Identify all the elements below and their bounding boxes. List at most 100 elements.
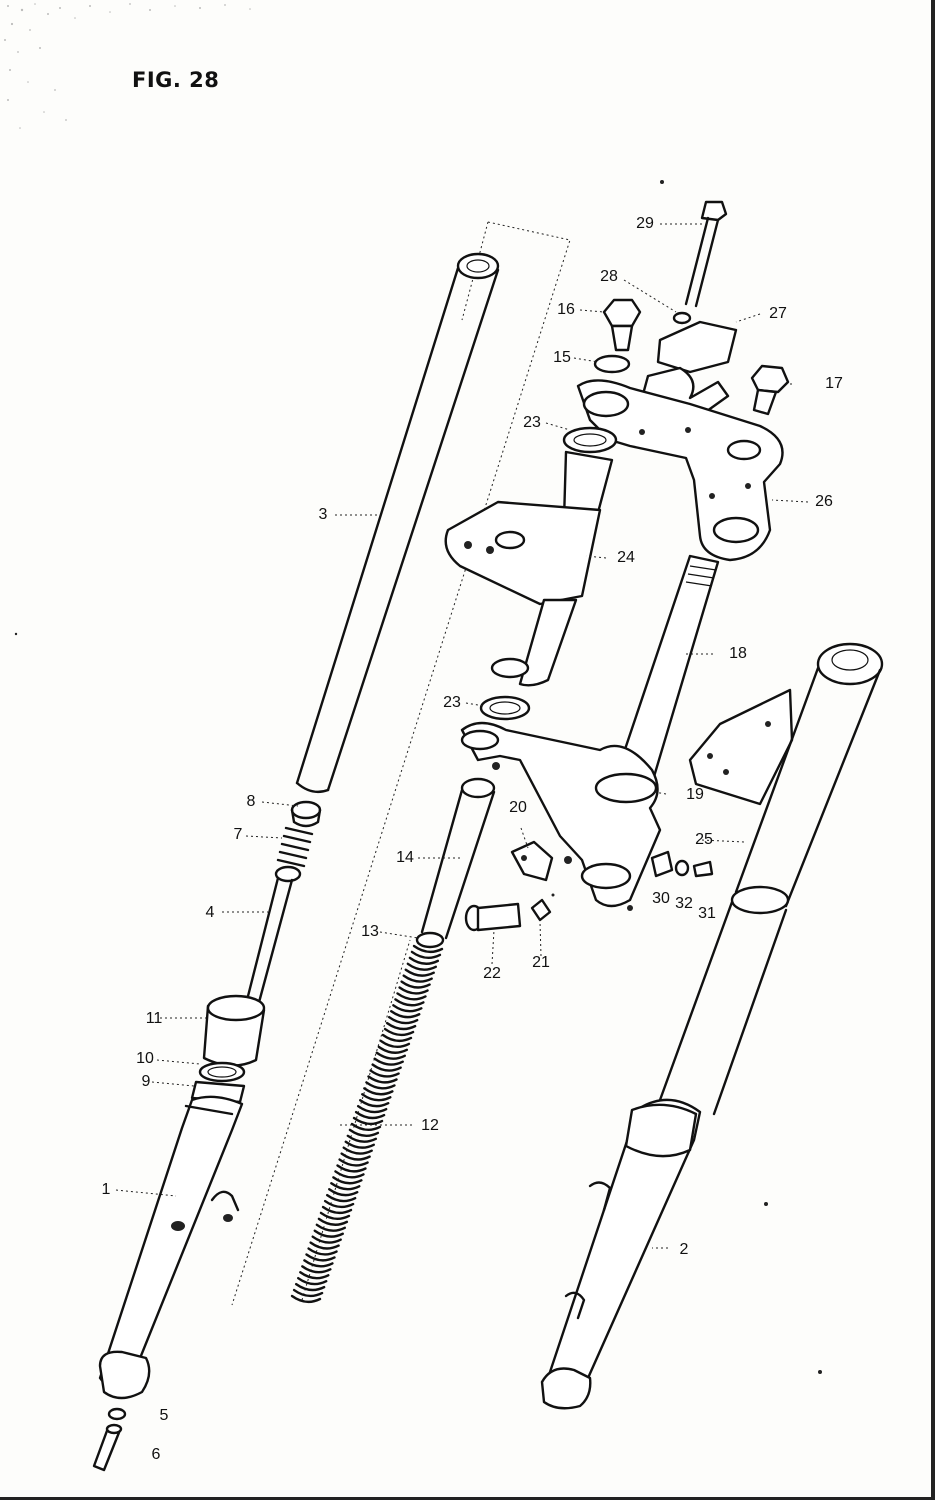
part-4-damper-rod xyxy=(241,865,302,1013)
spring-coil xyxy=(342,1146,373,1155)
spring-coil xyxy=(294,1282,326,1292)
spring-coil xyxy=(309,1241,340,1250)
spring-coil xyxy=(412,944,444,954)
callout-7: 7 xyxy=(233,826,243,843)
callout-27: 27 xyxy=(769,305,787,322)
spring-coil xyxy=(313,1229,344,1238)
spring-coil xyxy=(352,1116,384,1126)
part-1-outer-tube-left xyxy=(98,1095,244,1400)
scan-specks xyxy=(14,180,822,1374)
spring-coil xyxy=(315,1223,347,1232)
callout-17: 17 xyxy=(825,375,843,392)
assembly-guide-line xyxy=(231,221,571,1306)
part-5-washer xyxy=(107,1407,127,1421)
spring-coil xyxy=(321,1205,353,1215)
spring-coil xyxy=(408,956,440,965)
part-29-long-bolt xyxy=(684,200,728,308)
spring-coil xyxy=(305,1253,336,1262)
spring-coil xyxy=(307,1247,338,1256)
spring-coil xyxy=(354,1110,386,1120)
callout-6: 6 xyxy=(151,1446,161,1463)
part-2-outer-tube-right xyxy=(540,1098,702,1410)
spring-coil xyxy=(383,1027,415,1037)
spring-coil xyxy=(410,950,442,959)
spring-coil xyxy=(387,1015,419,1025)
callout-15: 15 xyxy=(553,349,571,366)
part-12-fork-spring xyxy=(290,944,444,1304)
callout-14: 14 xyxy=(396,849,414,866)
spring-coil xyxy=(317,1217,349,1226)
spring-coil xyxy=(311,1235,342,1244)
spring-coil xyxy=(365,1081,396,1090)
part-8-ring xyxy=(290,800,322,828)
spring-coil xyxy=(356,1104,388,1114)
spring-coil xyxy=(406,962,437,971)
spring-coil xyxy=(332,1176,363,1185)
spring-coil xyxy=(377,1045,409,1054)
callout-5: 5 xyxy=(159,1407,169,1424)
spring-coil xyxy=(340,1152,371,1161)
part-24-steering-stem-bracket xyxy=(444,450,614,687)
callout-13: 13 xyxy=(361,923,379,940)
spring-coil xyxy=(344,1140,375,1149)
part-23-bearing-upper xyxy=(562,426,618,454)
spring-coil xyxy=(375,1051,406,1060)
part-16-cap-bolt xyxy=(602,298,642,352)
spring-coil xyxy=(392,1004,423,1013)
spring-coil xyxy=(330,1182,361,1191)
callout-25: 25 xyxy=(695,831,713,848)
spring-coil xyxy=(390,1010,421,1019)
callout-2: 2 xyxy=(679,1241,689,1258)
spring-coil xyxy=(334,1170,365,1179)
spring-coil xyxy=(402,974,433,983)
part-31-screw xyxy=(692,860,714,878)
callout-12: 12 xyxy=(421,1117,439,1134)
callout-24: 24 xyxy=(617,549,635,566)
callout-10: 10 xyxy=(136,1050,154,1067)
callout-20: 20 xyxy=(509,799,527,816)
callout-1: 1 xyxy=(101,1181,111,1198)
part-3-fork-tube xyxy=(295,252,500,794)
part-23-bearing-lower xyxy=(479,695,531,721)
callout-4: 4 xyxy=(205,904,215,921)
spring-coil xyxy=(363,1087,394,1096)
spring-coil xyxy=(385,1021,417,1031)
spring-coil xyxy=(297,1277,328,1286)
spring-coil xyxy=(292,1288,324,1298)
callout-23-lower: 23 xyxy=(443,694,461,711)
part-10-oil-seal xyxy=(198,1061,246,1083)
spring-coil xyxy=(336,1164,367,1173)
spring-coil xyxy=(348,1128,380,1137)
spring-coil xyxy=(303,1259,334,1268)
figure-title: FIG. 28 xyxy=(132,68,220,92)
part-25-fork-tube-right xyxy=(658,642,884,1116)
callout-29: 29 xyxy=(636,215,654,232)
spring-coil xyxy=(328,1188,359,1197)
callout-11: 11 xyxy=(145,1010,163,1027)
part-15-o-ring xyxy=(593,354,631,374)
spring-coil xyxy=(396,992,427,1001)
callout-23-upper: 23 xyxy=(523,414,541,431)
spring-coil xyxy=(371,1063,402,1072)
spring-coil xyxy=(373,1057,404,1066)
spring-coil xyxy=(359,1099,390,1108)
part-17-bolt xyxy=(750,364,790,416)
part-30-cap xyxy=(650,850,674,878)
spring-coil xyxy=(369,1069,400,1078)
part-13-ring xyxy=(415,931,445,949)
callout-32: 32 xyxy=(675,895,693,912)
spring-coil xyxy=(367,1075,398,1084)
spring-coil xyxy=(301,1265,332,1274)
spring-coil xyxy=(346,1134,378,1143)
part-21-washer xyxy=(530,898,552,922)
callout-leaders xyxy=(115,223,809,1249)
callout-19: 19 xyxy=(686,786,704,803)
callout-31: 31 xyxy=(698,905,716,922)
spring-coil xyxy=(338,1158,369,1167)
callout-30: 30 xyxy=(652,890,670,907)
callout-26: 26 xyxy=(815,493,833,510)
part-6-drain-bolt xyxy=(92,1423,123,1472)
spring-coil xyxy=(323,1199,355,1209)
